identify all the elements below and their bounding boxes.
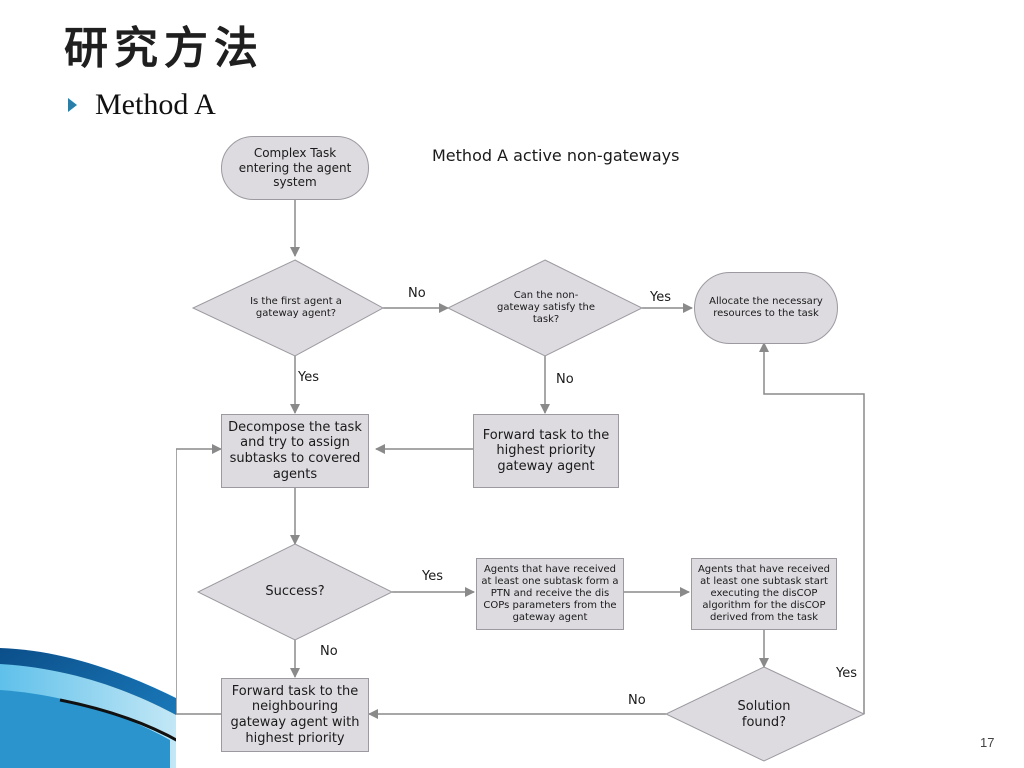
bullet-text: Method A (95, 88, 216, 121)
node-ptn: Agents that have received at least one s… (476, 558, 624, 630)
node-q-first-gateway: Is the first agent a gateway agent? (250, 296, 342, 319)
diamond-first-gateway (191, 259, 385, 357)
node-allocate: Allocate the necessary resources to the … (694, 272, 838, 344)
bullet-item: Method A (68, 88, 216, 122)
edge-loop-to-decompose (176, 444, 222, 715)
label-yes-solution: Yes (836, 666, 857, 681)
diamond-solution (664, 666, 866, 762)
diagram-title: Method A active non-gateways (432, 146, 680, 165)
slide-title: 研究方法 (64, 23, 264, 74)
bullet-arrow-icon (68, 98, 77, 112)
label-yes-non-gateway: Yes (650, 290, 671, 305)
node-discop: Agents that have received at least one s… (691, 558, 837, 630)
label-no-success: No (320, 644, 338, 659)
node-decompose: Decompose the task and try to assign sub… (221, 414, 369, 488)
node-start: Complex Task entering the agent system (221, 136, 369, 200)
label-yes-success: Yes (422, 569, 443, 584)
node-q-success: Success? (265, 584, 325, 600)
node-q-solution: Solution found? (737, 699, 791, 730)
flowchart: Method A active non-gateways Complex Tas… (176, 124, 866, 768)
label-no-non-gateway: No (556, 372, 574, 387)
node-forward-neighbour: Forward task to the neighbouring gateway… (221, 678, 369, 752)
node-forward-highest: Forward task to the highest priority gat… (473, 414, 619, 488)
label-no-solution: No (628, 693, 646, 708)
flowchart-connectors (176, 200, 866, 762)
node-q-non-gateway: Can the non-gateway satisfy the task? (496, 290, 596, 325)
page-number: 17 (980, 735, 995, 750)
label-no-first-gateway: No (408, 286, 426, 301)
diamond-non-gateway (446, 259, 644, 357)
diamond-success (196, 543, 394, 641)
edge-solution-yes (759, 342, 865, 714)
label-yes-first-gateway: Yes (298, 370, 319, 385)
